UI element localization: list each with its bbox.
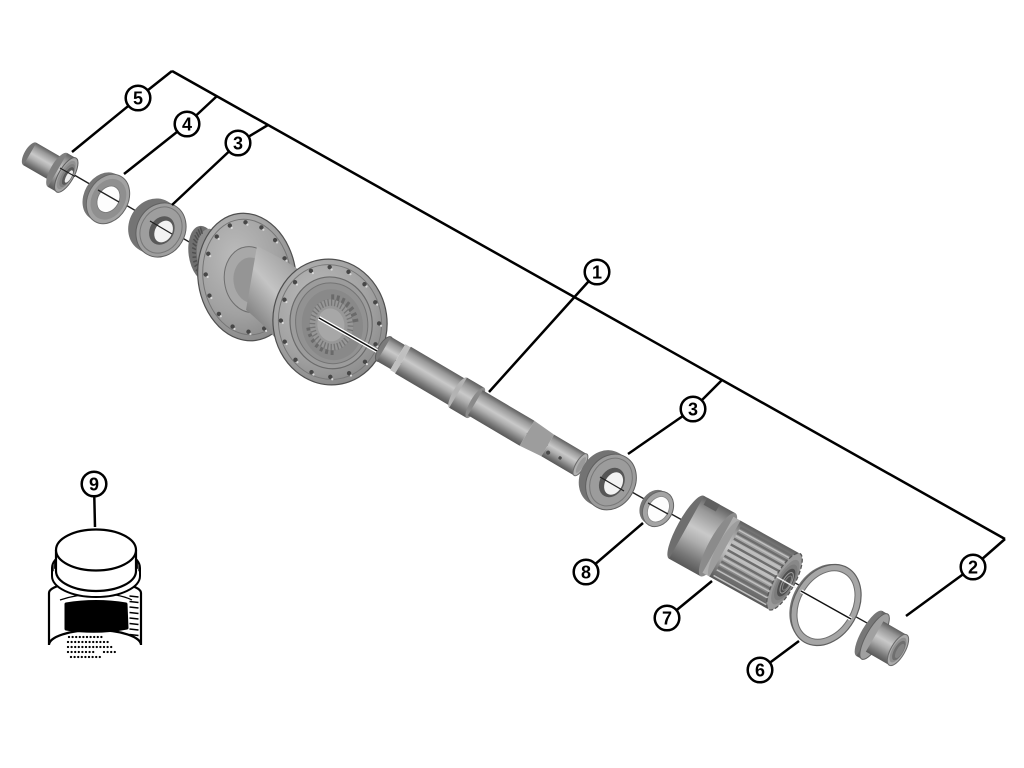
callout-7: 7 bbox=[653, 580, 713, 632]
cartridge-bearing-right bbox=[578, 450, 637, 511]
callout-number: 1 bbox=[592, 262, 602, 282]
callout-circle bbox=[572, 558, 600, 586]
callout-number: 4 bbox=[182, 114, 192, 134]
callout-circle bbox=[679, 395, 707, 423]
callout-3: 3 bbox=[627, 379, 723, 456]
hub-shell bbox=[188, 212, 388, 386]
callout-6: 6 bbox=[746, 639, 800, 684]
callout-number: 5 bbox=[133, 88, 143, 108]
callout-8: 8 bbox=[572, 522, 644, 586]
callout-2: 2 bbox=[905, 538, 1006, 618]
callout-circle bbox=[746, 656, 774, 684]
callout-5: 5 bbox=[71, 70, 173, 153]
callout-leader-line bbox=[171, 142, 239, 206]
callout-circle bbox=[173, 110, 201, 138]
tub-label bbox=[64, 600, 129, 633]
callout-circle bbox=[124, 84, 152, 112]
callout-number: 3 bbox=[233, 133, 243, 153]
end-cap-left bbox=[21, 142, 79, 193]
callout-leader-line bbox=[905, 565, 974, 618]
callout-4: 4 bbox=[123, 95, 218, 175]
callout-circle bbox=[583, 258, 611, 286]
callout-circle bbox=[224, 129, 252, 157]
hub-axle bbox=[374, 336, 589, 477]
callout-layer: 5 4 3 1 3 8 7 6 2 9 bbox=[71, 70, 1006, 684]
callout-9: 9 bbox=[80, 470, 108, 528]
end-cap-right bbox=[854, 610, 910, 667]
callout-circle bbox=[80, 470, 108, 498]
callout-3: 3 bbox=[171, 123, 269, 206]
freehub-body bbox=[667, 495, 803, 611]
callout-1: 1 bbox=[488, 258, 611, 393]
cartridge-bearing-left bbox=[128, 198, 187, 258]
tub-cap-top bbox=[54, 528, 138, 572]
callout-number: 3 bbox=[688, 399, 698, 419]
callout-number: 2 bbox=[968, 557, 978, 577]
callout-spine-line bbox=[171, 69, 1006, 541]
grease-tub bbox=[47, 528, 143, 659]
callout-leader-line bbox=[488, 271, 598, 393]
callout-circle bbox=[653, 604, 681, 632]
callout-number: 6 bbox=[755, 660, 765, 680]
seal-washer bbox=[82, 172, 131, 225]
callout-leader-line bbox=[71, 97, 139, 153]
centerline-overlays bbox=[59, 167, 852, 621]
callout-circle bbox=[959, 553, 987, 581]
callout-number: 9 bbox=[89, 474, 99, 494]
callout-number: 8 bbox=[581, 562, 591, 582]
callout-number: 7 bbox=[662, 608, 672, 628]
